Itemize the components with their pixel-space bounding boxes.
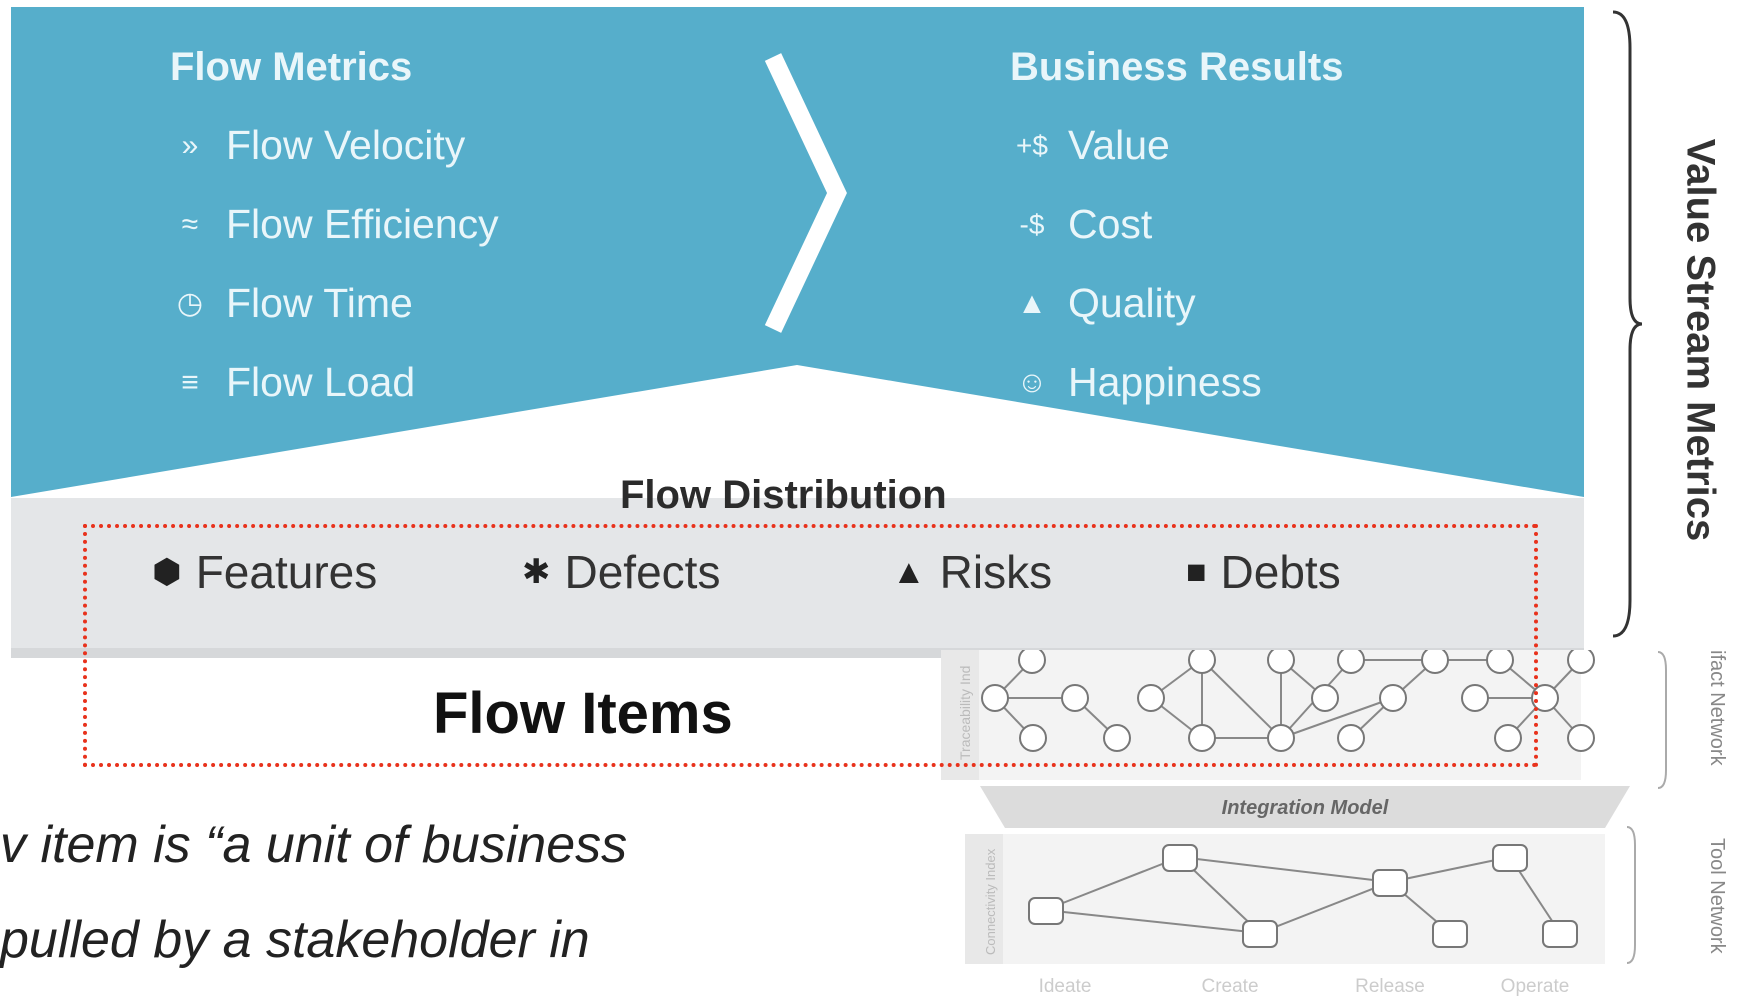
metric-flow-efficiency: ≈ Flow Efficiency (168, 201, 499, 248)
business-results-title: Business Results (1010, 45, 1344, 89)
right-brace (1612, 10, 1643, 638)
cube-icon: ⬢ (152, 553, 182, 591)
artifact-network-area (941, 650, 1581, 780)
chevron-divider (764, 53, 847, 333)
metric-flow-time: ◷ Flow Time (168, 280, 413, 327)
dist-label: Debts (1220, 546, 1341, 598)
value-stream-panel (11, 7, 1584, 497)
panel-background (11, 7, 1584, 497)
result-quality: ▲ Quality (1010, 280, 1196, 327)
tool-network-brace (1626, 826, 1636, 964)
smiley-icon: ☺ (1016, 365, 1048, 399)
dist-defects: ✱ Defects (522, 545, 720, 599)
bug-icon: ✱ (522, 553, 551, 591)
stage-operate: Operate (1501, 976, 1570, 997)
flow-metrics-title: Flow Metrics (170, 45, 413, 89)
dist-label: Risks (939, 546, 1053, 598)
result-label: Cost (1068, 201, 1153, 247)
traceability-index-label: Traceability Ind (957, 666, 973, 760)
stage-create: Create (1201, 976, 1258, 997)
warning-icon: ▲ (892, 552, 926, 591)
dist-label: Features (195, 546, 378, 598)
result-label: Quality (1068, 280, 1196, 326)
value-stream-metrics-label: Value Stream Metrics (1678, 138, 1723, 542)
minus-dollar-icon: -$ (1019, 208, 1045, 240)
chevrons-icon: » (181, 128, 199, 162)
plus-dollar-icon: +$ (1016, 129, 1048, 161)
metric-label: Flow Load (226, 359, 416, 405)
integration-model-band (980, 786, 1630, 828)
metric-flow-load: ≡ Flow Load (168, 359, 415, 406)
result-happiness: ☺ Happiness (1010, 359, 1262, 406)
result-cost: -$ Cost (1010, 201, 1153, 248)
clock-icon: ◷ (176, 287, 204, 320)
stack-icon: ≡ (181, 365, 199, 399)
connectivity-index-label: Connectivity Index (983, 848, 998, 955)
thumbs-up-icon: ▲ (1017, 286, 1047, 320)
result-label: Happiness (1068, 359, 1262, 405)
quote-line-2: pulled by a stakeholder in (0, 911, 590, 969)
result-value: +$ Value (1010, 122, 1170, 169)
metric-label: Flow Efficiency (226, 201, 499, 247)
dist-label: Defects (564, 546, 721, 598)
metric-label: Flow Velocity (226, 122, 466, 168)
metric-label: Flow Time (226, 280, 413, 326)
stage-release: Release (1355, 976, 1425, 997)
quote-line-1: v item is “a unit of business (0, 816, 628, 874)
artifact-nodes (981, 650, 1595, 752)
flow-distribution-title: Flow Distribution (620, 473, 947, 517)
flow-items-highlight-box (83, 524, 1538, 767)
flow-items-label: Flow Items (433, 681, 733, 746)
debt-bag-icon: ■ (1186, 552, 1207, 591)
dist-risks: ▲ Risks (892, 545, 1052, 599)
dist-debts: ■ Debts (1186, 545, 1341, 599)
tool-nodes (1028, 844, 1578, 948)
traceability-strip (941, 650, 979, 780)
dist-features: ⬢ Features (152, 545, 377, 599)
result-label: Value (1068, 122, 1170, 168)
integration-model-label: Integration Model (1222, 797, 1389, 819)
stage-ideate: Ideate (1039, 976, 1092, 997)
artifact-network-brace (1657, 651, 1667, 789)
artifact-tool-network-diagram: Integration Model Ideate Create Release … (941, 650, 1630, 997)
artifact-network-label: ifact Network (1706, 650, 1728, 766)
connectivity-strip (965, 834, 1003, 964)
metric-flow-velocity: » Flow Velocity (168, 122, 466, 169)
shuffle-icon: ≈ (181, 207, 199, 241)
tool-network-label: Tool Network (1706, 838, 1728, 954)
